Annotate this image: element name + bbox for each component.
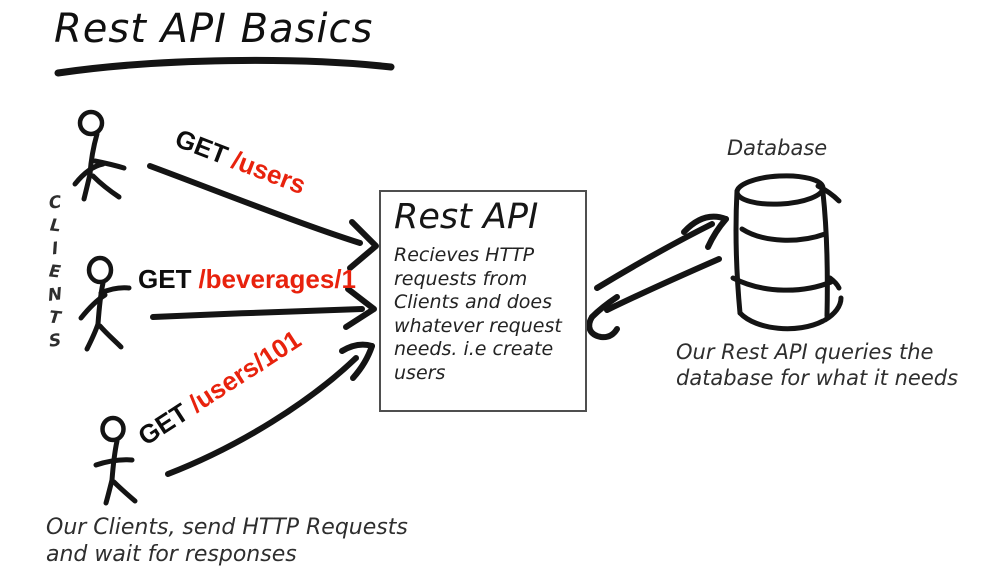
clients-letter: L xyxy=(48,215,62,237)
request-arrow-get-users xyxy=(147,163,379,271)
clients-letter: S xyxy=(47,330,63,352)
api-to-database-arrow xyxy=(594,213,729,291)
request-label-get-beverages: GET/beverages/1 xyxy=(138,264,356,295)
client-stick-figure-icon xyxy=(93,415,138,506)
request-arrow-get-beverages xyxy=(150,286,377,330)
database-label: Database xyxy=(727,136,828,160)
database-cylinder-icon xyxy=(730,173,844,332)
clients-letter: E xyxy=(48,261,62,283)
request-arrow-get-users-101 xyxy=(165,341,375,477)
clients-letter: T xyxy=(48,307,62,329)
clients-vertical-label: C L I E N T S xyxy=(40,192,70,353)
database-to-api-arrow xyxy=(586,256,722,341)
clients-caption: Our Clients, send HTTP Requests and wait… xyxy=(46,515,408,567)
request-path: /beverages/1 xyxy=(198,264,357,294)
rest-api-box-title: Rest API xyxy=(394,197,539,237)
database-caption: Our Rest API queries the database for wh… xyxy=(676,340,959,390)
clients-letter: I xyxy=(50,238,60,260)
client-stick-figure-icon xyxy=(72,109,127,202)
clients-letter: N xyxy=(46,284,64,306)
rest-api-box-description: Recieves HTTP requests from Clients and … xyxy=(394,244,562,384)
client-stick-figure-icon xyxy=(78,255,132,352)
title-underline xyxy=(54,56,395,77)
clients-letter: C xyxy=(47,192,63,214)
page-title: Rest API Basics xyxy=(54,6,374,52)
rest-api-box: Rest API Recieves HTTP requests from Cli… xyxy=(379,190,587,412)
http-method: GET xyxy=(138,264,192,294)
